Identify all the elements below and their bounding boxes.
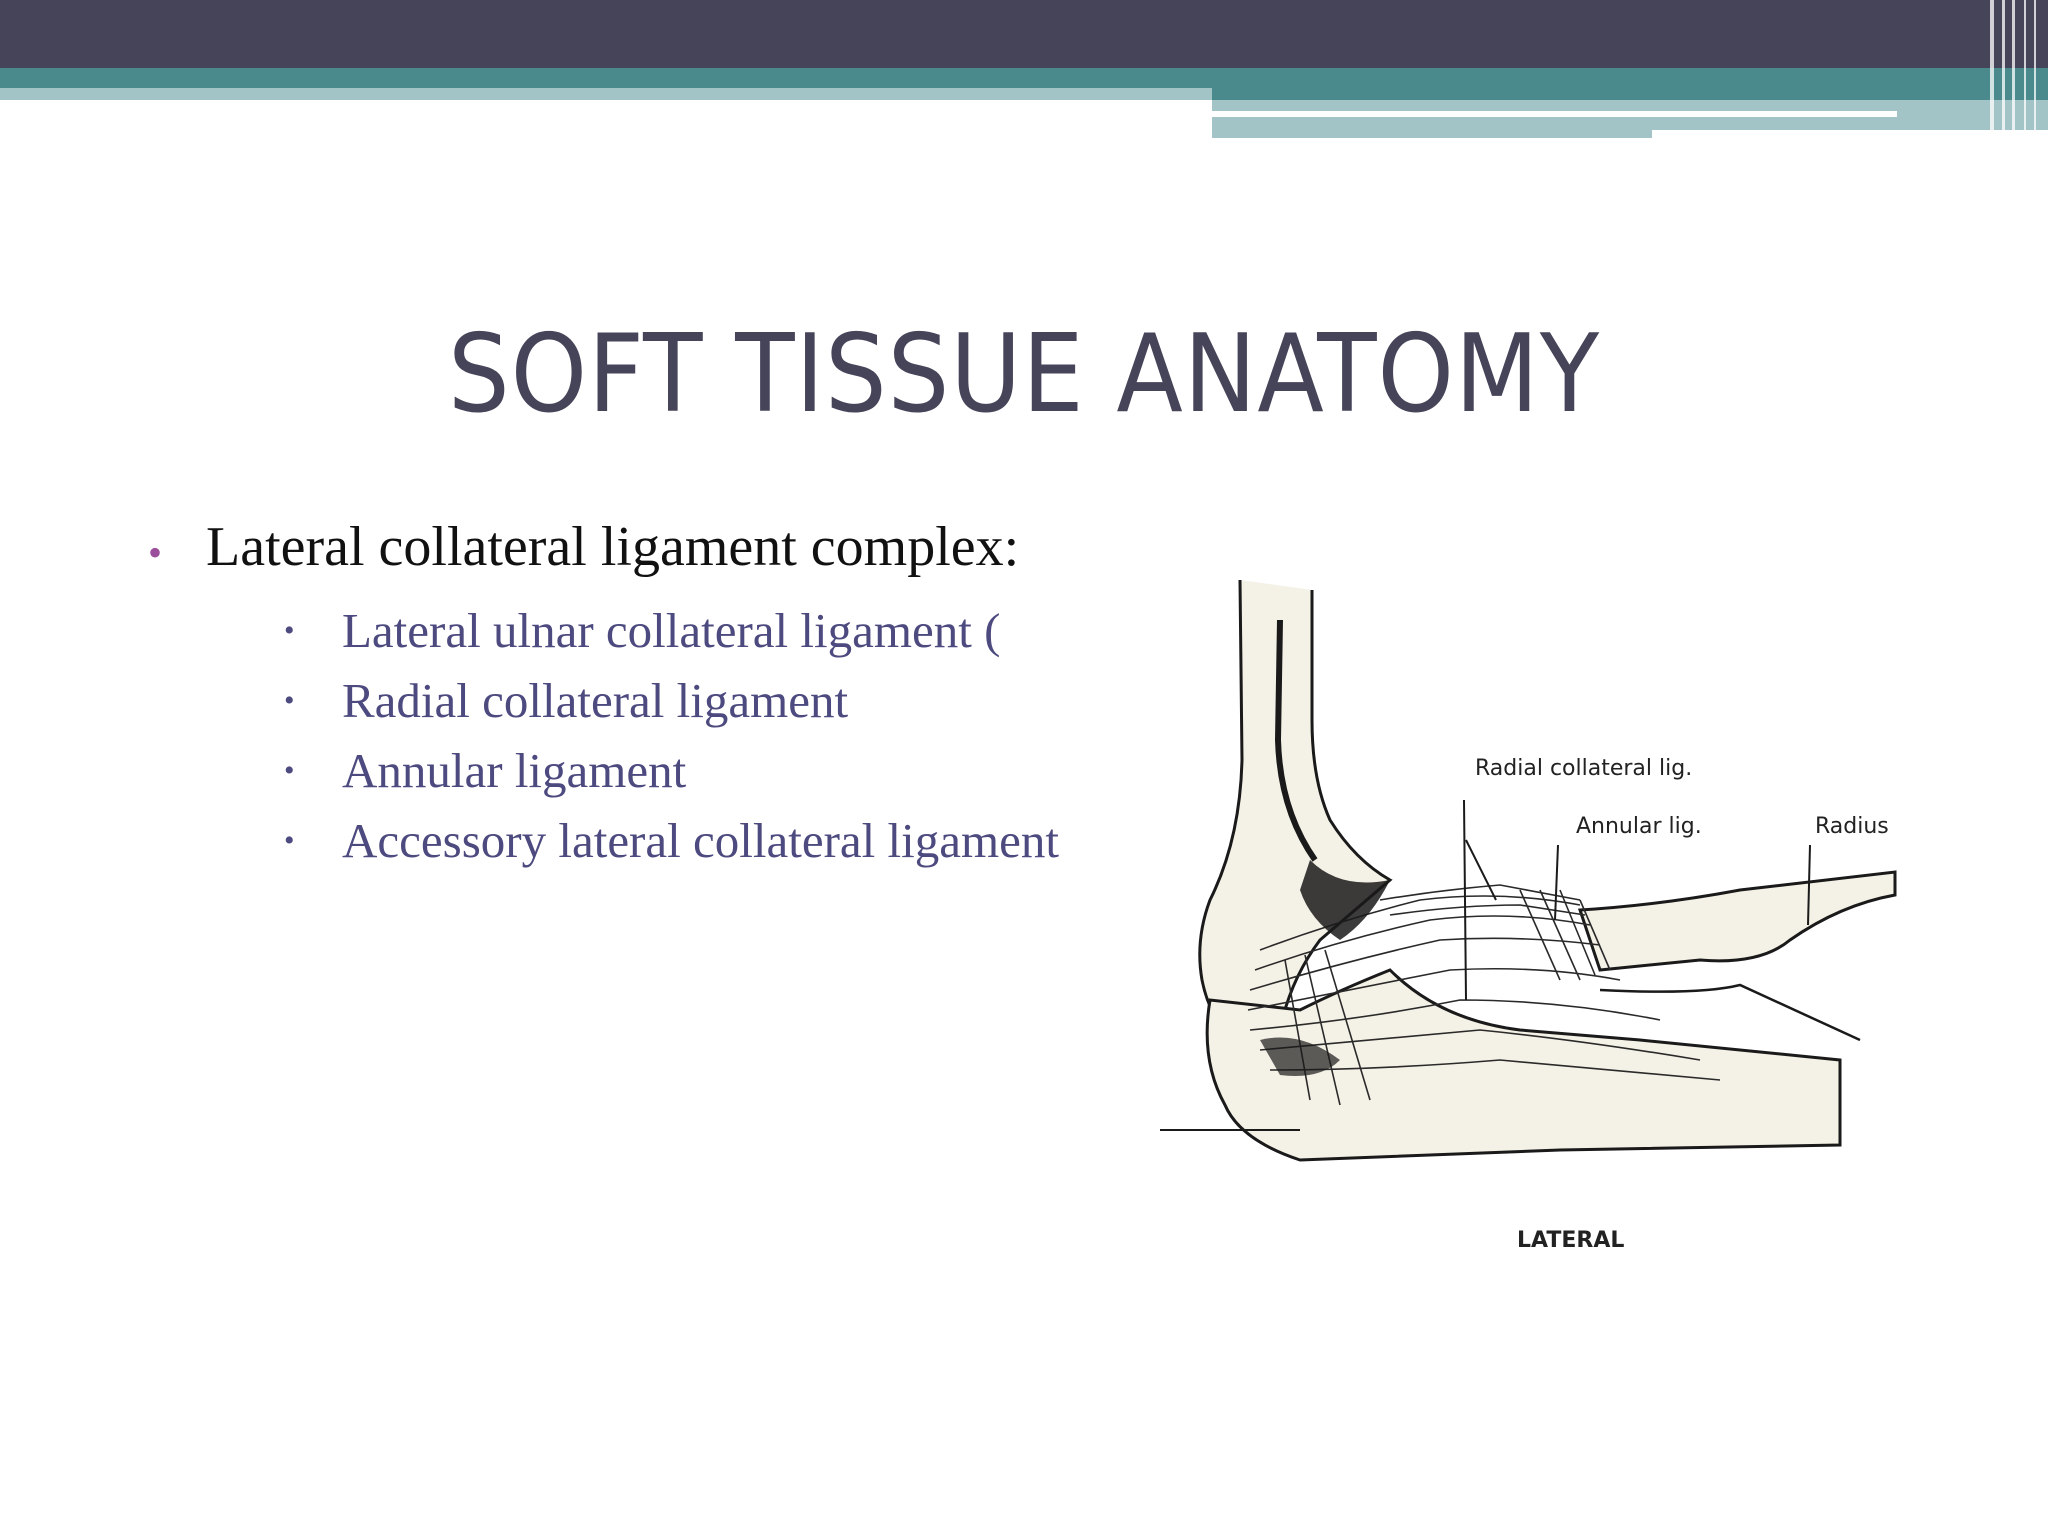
ligament-fibers bbox=[1247, 884, 1721, 1106]
humerus-shape bbox=[1198, 579, 1393, 1042]
header-bar-teal-left bbox=[0, 68, 1212, 88]
bullet-dot: • bbox=[284, 684, 295, 717]
leader-lines bbox=[1160, 799, 1811, 1131]
bullet-dot: • bbox=[284, 614, 295, 647]
header-bar-teal-right bbox=[1212, 68, 2048, 100]
bullet-dot: • bbox=[284, 754, 295, 787]
elbow-drawing bbox=[1160, 579, 1897, 1162]
label-lateral: LATERAL bbox=[1517, 1228, 1625, 1253]
header-line-white-short bbox=[1652, 130, 2048, 138]
elbow-lateral-illustration: Radial collateral lig. Annular lig. Radi… bbox=[1140, 560, 1920, 1280]
sub-bullet-text: Accessory lateral collateral ligament bbox=[342, 813, 1059, 868]
header-stripe bbox=[2024, 0, 2026, 138]
sub-bullet-text: Annular ligament bbox=[342, 743, 687, 798]
label-radius: Radius bbox=[1815, 814, 1889, 839]
radius-shape bbox=[1577, 870, 1897, 972]
list-item: • Radial collateral ligament bbox=[284, 666, 1059, 736]
header-stripe bbox=[1990, 0, 1994, 138]
main-bullet-text: Lateral collateral ligament complex: bbox=[206, 516, 1020, 578]
main-bullet: • Lateral collateral ligament complex: bbox=[148, 515, 1019, 579]
list-item: • Accessory lateral collateral ligament bbox=[284, 806, 1059, 876]
header-bar-light-left bbox=[0, 88, 1212, 100]
list-item: • Lateral ulnar collateral ligament ( bbox=[284, 596, 1059, 666]
humerus-line bbox=[1274, 619, 1318, 862]
sub-bullet-text: Lateral ulnar collateral ligament ( bbox=[342, 603, 1001, 658]
list-item: • Annular ligament bbox=[284, 736, 1059, 806]
header-stripe bbox=[2012, 0, 2015, 138]
header-stripe bbox=[2002, 0, 2005, 138]
sub-bullet-list: • Lateral ulnar collateral ligament ( • … bbox=[284, 596, 1059, 876]
sub-bullet-text: Radial collateral ligament bbox=[342, 673, 849, 728]
bullet-dot: • bbox=[284, 824, 295, 857]
joint-shadow bbox=[1300, 860, 1390, 940]
slide-title: SOFT TISSUE ANATOMY bbox=[448, 312, 1600, 437]
header-line-white bbox=[1212, 111, 1897, 117]
label-annular: Annular lig. bbox=[1576, 814, 1702, 839]
header-stripe bbox=[2034, 0, 2036, 138]
bullet-dot: • bbox=[148, 530, 163, 575]
header-bar-dark bbox=[0, 0, 2048, 68]
radius-lower-edge bbox=[1599, 983, 1861, 1042]
olecranon-shadow bbox=[1260, 1037, 1340, 1076]
label-radial-collateral: Radial collateral lig. bbox=[1475, 756, 1693, 781]
